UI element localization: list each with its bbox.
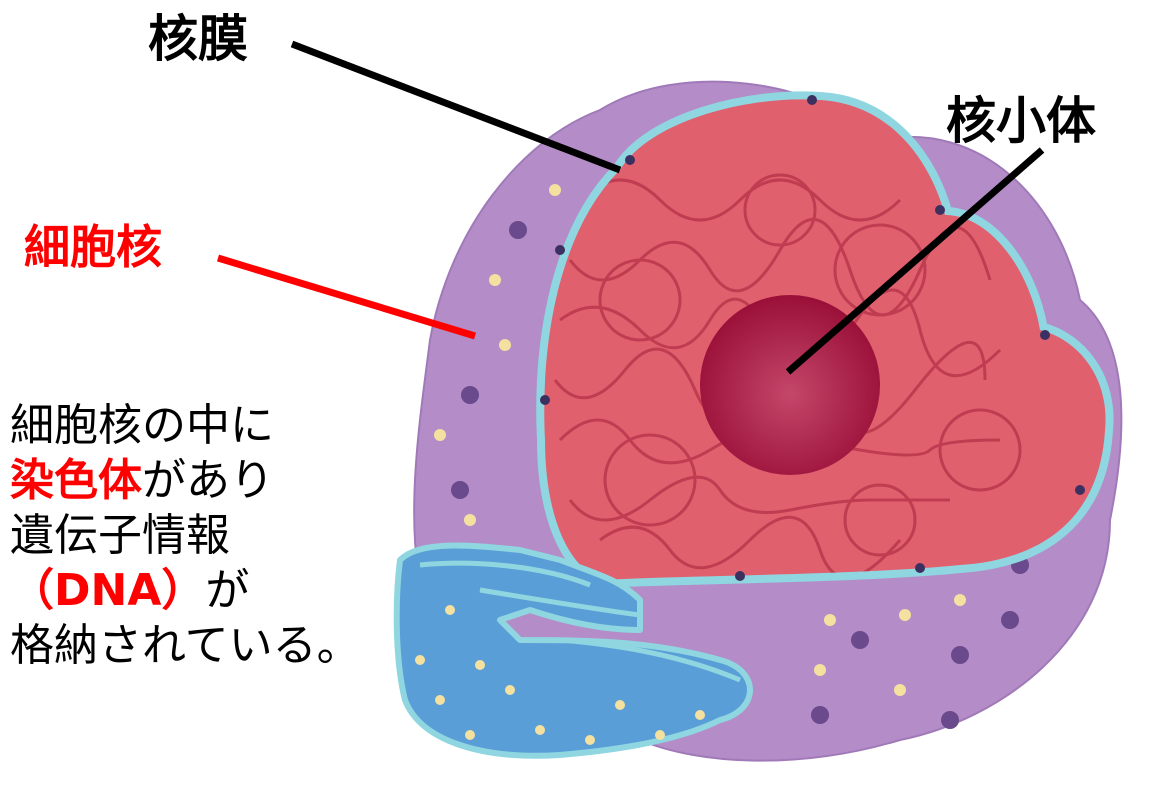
description-text: 細胞核の中に 染色体があり 遺伝子情報 （DNA）が 格納されている。 (10, 398, 361, 673)
description-line-2-rest: があり (142, 455, 274, 506)
description-line-2: 染色体があり (10, 453, 361, 508)
description-line-1: 細胞核の中に (10, 398, 361, 453)
description-line-5: 格納されている。 (10, 618, 361, 673)
membrane-pointer-line (292, 44, 620, 170)
label-nucleolus: 核小体 (946, 96, 1096, 146)
description-line-4: （DNA）が (10, 563, 361, 618)
nucleolus-shape (700, 295, 880, 475)
label-nucleus: 細胞核 (24, 224, 162, 270)
dna-highlight: （DNA） (10, 565, 205, 616)
description-line-4-rest: が (205, 565, 249, 616)
description-line-3: 遺伝子情報 (10, 508, 361, 563)
label-nuclear-membrane: 核膜 (148, 14, 248, 64)
nucleus-pointer-line (218, 258, 475, 336)
chromosome-highlight: 染色体 (10, 455, 142, 506)
